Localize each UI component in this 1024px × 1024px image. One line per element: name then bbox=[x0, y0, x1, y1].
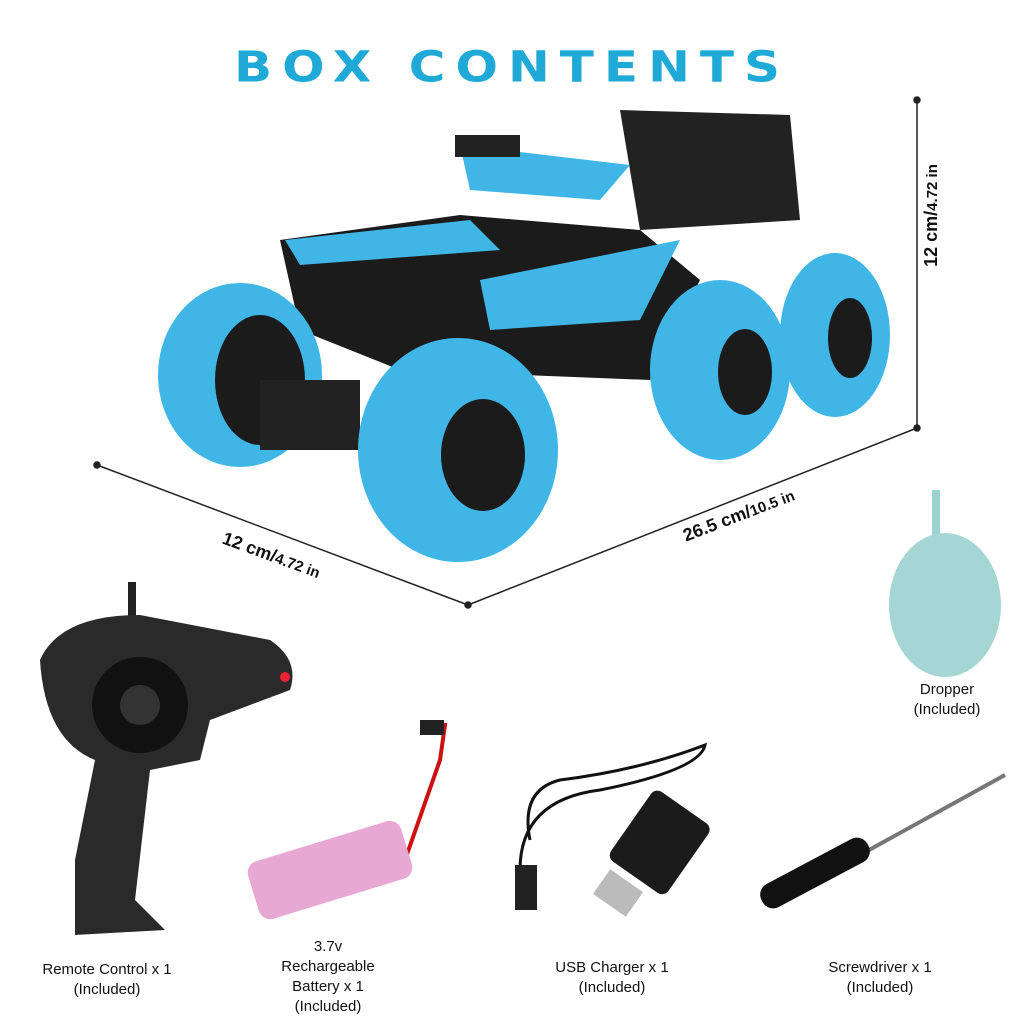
item-remote-control: Remote Control x 1 (Included) bbox=[7, 960, 207, 1000]
dropper-image bbox=[889, 490, 1001, 677]
item-dropper: Dropper (Included) bbox=[847, 680, 1024, 720]
battery-image bbox=[247, 720, 448, 920]
item-note: (Included) bbox=[73, 981, 141, 998]
item-note: (Included) bbox=[913, 701, 981, 718]
item-battery: 3.7v Rechargeable Battery x 1 (Included) bbox=[228, 937, 428, 1017]
item-usb-charger: USB Charger x 1 (Included) bbox=[512, 958, 712, 998]
height-in: 4.72 in bbox=[923, 164, 941, 211]
item-name: 3.7v Rechargeable Battery x 1 bbox=[281, 938, 375, 995]
screwdriver-image bbox=[760, 773, 1006, 909]
height-cm: 12 cm bbox=[920, 215, 941, 267]
item-note: (Included) bbox=[578, 979, 646, 996]
remote-control-image bbox=[40, 582, 293, 935]
page-title: BOX CONTENTS bbox=[233, 42, 791, 92]
item-name: Dropper bbox=[919, 681, 975, 698]
item-name: Screwdriver x 1 bbox=[828, 959, 932, 976]
usb-charger-image bbox=[515, 742, 710, 917]
item-name: USB Charger x 1 bbox=[555, 959, 669, 976]
item-note: (Included) bbox=[846, 979, 914, 996]
item-name: Remote Control x 1 bbox=[42, 961, 172, 978]
item-screwdriver: Screwdriver x 1 (Included) bbox=[780, 958, 980, 998]
dimension-lines bbox=[93, 96, 921, 609]
height-dimension: 12 cm/4.72 in bbox=[920, 164, 941, 267]
item-note: (Included) bbox=[294, 998, 362, 1015]
rc-car-image bbox=[158, 110, 890, 562]
